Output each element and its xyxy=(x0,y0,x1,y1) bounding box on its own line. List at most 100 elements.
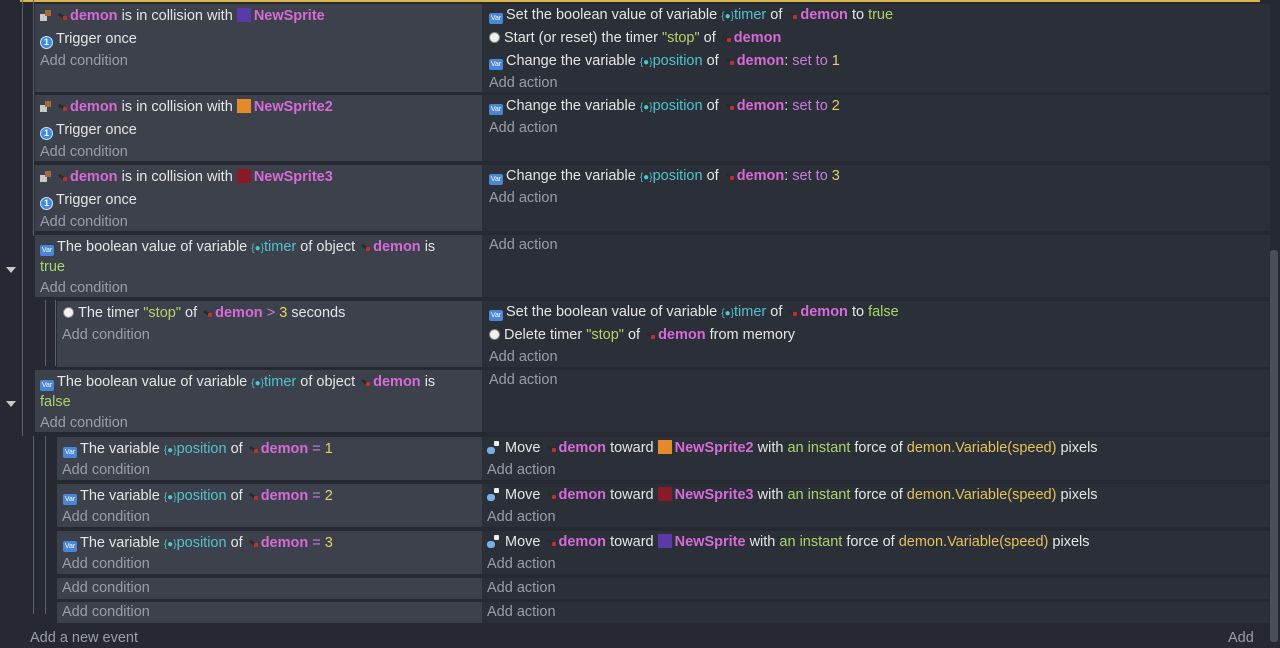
add-condition-button[interactable]: Add condition xyxy=(62,462,150,478)
action-move-toward[interactable]: Move demon toward NewSprite with an inst… xyxy=(487,532,1089,552)
add-action-button[interactable]: Add action xyxy=(489,349,558,365)
force-icon xyxy=(487,441,501,454)
demon-object-icon xyxy=(786,9,798,20)
value: 1 xyxy=(831,53,840,69)
tree-line xyxy=(22,236,23,436)
force-text: force of xyxy=(854,440,903,456)
condition-collision[interactable]: demon is in collision with NewSprite2 xyxy=(40,97,333,117)
of-text: of xyxy=(230,488,243,504)
variable-label: position xyxy=(176,488,227,504)
add-action-button[interactable]: Add action xyxy=(487,556,556,572)
add-action-button[interactable]: Add action xyxy=(487,509,556,525)
boolean-value: true xyxy=(868,7,894,23)
object-name: NewSprite2 xyxy=(674,440,754,456)
collapse-arrow-icon[interactable] xyxy=(6,401,16,407)
variable-name: {●}position xyxy=(639,168,703,184)
add-condition-button[interactable]: Add condition xyxy=(40,280,128,296)
object-name: demon xyxy=(800,304,848,320)
sub-event-block[interactable]: The timer "stop" of demon > 3 seconds Ad… xyxy=(57,301,1270,367)
action-move-toward[interactable]: Move demon toward NewSprite2 with an ins… xyxy=(487,438,1098,458)
timer-icon xyxy=(489,329,500,340)
add-action-button[interactable]: Add action xyxy=(487,462,556,478)
newsprite2-icon xyxy=(657,440,672,454)
object-name: demon xyxy=(373,239,421,255)
colon: : xyxy=(784,53,789,69)
add-condition-button[interactable]: Add condition xyxy=(62,509,150,525)
add-condition-button[interactable]: Add condition xyxy=(40,144,128,160)
object-name: NewSprite3 xyxy=(674,487,754,503)
add-action-button[interactable]: Add action xyxy=(489,75,558,91)
demon-object-icon xyxy=(545,536,556,547)
add-condition-button[interactable]: Add condition xyxy=(62,556,150,572)
add-condition-button[interactable]: Add condition xyxy=(40,214,128,230)
add-action-button[interactable]: Add action xyxy=(489,190,558,206)
sub-event-block[interactable]: Add condition Add action xyxy=(57,578,1270,599)
vertical-scrollbar[interactable] xyxy=(1270,250,1278,642)
variable-label: timer xyxy=(264,239,297,255)
variable-name: {●}timer xyxy=(721,304,767,320)
sub-event-block[interactable]: Add condition Add action xyxy=(57,602,1270,623)
add-condition-button[interactable]: Add condition xyxy=(62,327,150,343)
add-event-button[interactable]: Add a new event xyxy=(30,630,139,646)
is-text: is xyxy=(424,239,436,255)
action-delete-timer[interactable]: Delete timer "stop" of demon from memory xyxy=(489,325,795,345)
add-action-button[interactable]: Add action xyxy=(487,580,556,596)
action-start-timer[interactable]: Start (or reset) the timer "stop" of dem… xyxy=(489,28,781,48)
condition-timer-check[interactable]: The timer "stop" of demon > 3 seconds xyxy=(63,303,345,323)
collapse-arrow-icon[interactable] xyxy=(6,267,16,273)
demon-object-icon xyxy=(723,100,734,111)
trigger-once-icon: 1 xyxy=(40,127,53,140)
newsprite-icon xyxy=(236,8,251,22)
add-action-button[interactable]: Add action xyxy=(489,237,558,253)
object-name: NewSprite xyxy=(674,534,746,550)
condition-collision[interactable]: demon is in collision with NewSprite xyxy=(40,6,325,26)
actions-panel: Move demon toward NewSprite with an inst… xyxy=(482,531,1270,574)
add-condition-button[interactable]: Add condition xyxy=(62,604,150,620)
demon-object-icon xyxy=(56,10,67,21)
action-move-toward[interactable]: Move demon toward NewSprite3 with an ins… xyxy=(487,485,1098,505)
add-condition-button[interactable]: Add condition xyxy=(40,415,128,431)
colon: : xyxy=(784,168,789,184)
demon-object-icon xyxy=(247,537,258,548)
add-condition-button[interactable]: Add condition xyxy=(62,580,150,596)
force-type: an instant xyxy=(787,440,851,456)
add-action-button[interactable]: Add action xyxy=(489,120,558,136)
object-name: demon xyxy=(260,535,309,551)
trigger-once-icon: 1 xyxy=(40,197,53,210)
variable-icon: Var xyxy=(489,174,503,185)
variable-icon: Var xyxy=(489,59,503,70)
demon-object-icon xyxy=(56,171,67,182)
condition-text: The timer xyxy=(78,305,140,321)
add-condition-button[interactable]: Add condition xyxy=(40,53,128,69)
add-action-button[interactable]: Add action xyxy=(489,372,558,388)
condition-collision[interactable]: demon is in collision with NewSprite3 xyxy=(40,167,333,187)
boolean-value: true xyxy=(40,259,65,275)
add-action-button[interactable]: Add action xyxy=(487,604,556,620)
add-button[interactable]: Add xyxy=(1228,630,1254,646)
conditions-panel: The timer "stop" of demon > 3 seconds Ad… xyxy=(57,301,482,367)
